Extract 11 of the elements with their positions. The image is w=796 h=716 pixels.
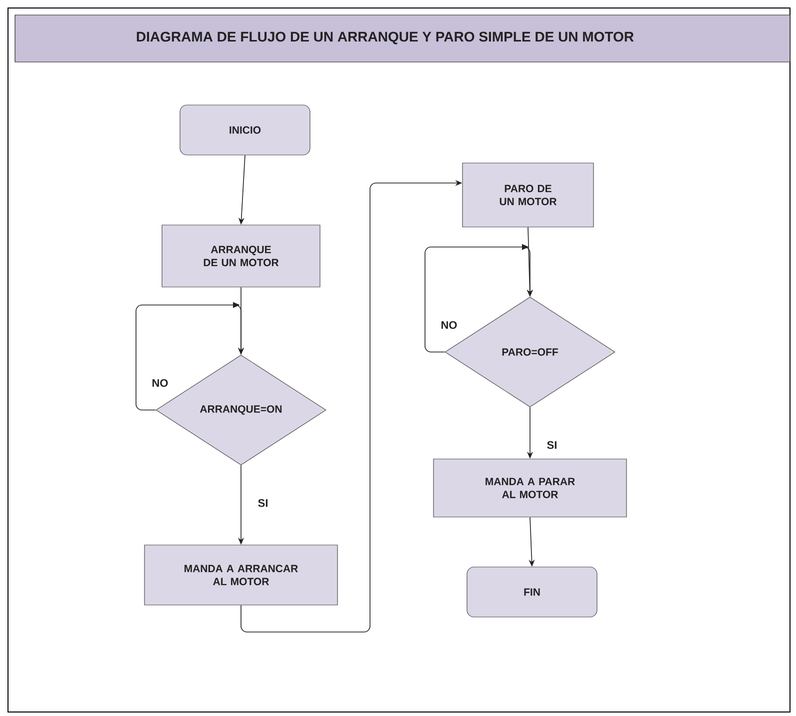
terminal-box: FIN <box>466 566 598 618</box>
arrow <box>136 302 244 410</box>
process-box: ARRANQUE DE UN MOTOR <box>162 224 320 288</box>
process-box: PARO DE UN MOTOR <box>462 162 594 228</box>
edge-label: SI <box>256 498 270 508</box>
terminal-box: INICIO <box>180 104 310 156</box>
process-box: MANDA A ARRANCAR AL MOTOR <box>144 544 338 606</box>
title-band: DIAGRAMA DE FLUJO DE UN ARRANQUE Y PARO SIMPLE DE UN MOTOR <box>14 14 790 62</box>
edge-label: SI <box>546 440 558 450</box>
process-box: MANDA A PARAR AL MOTOR <box>433 458 627 518</box>
arrow <box>424 244 534 352</box>
